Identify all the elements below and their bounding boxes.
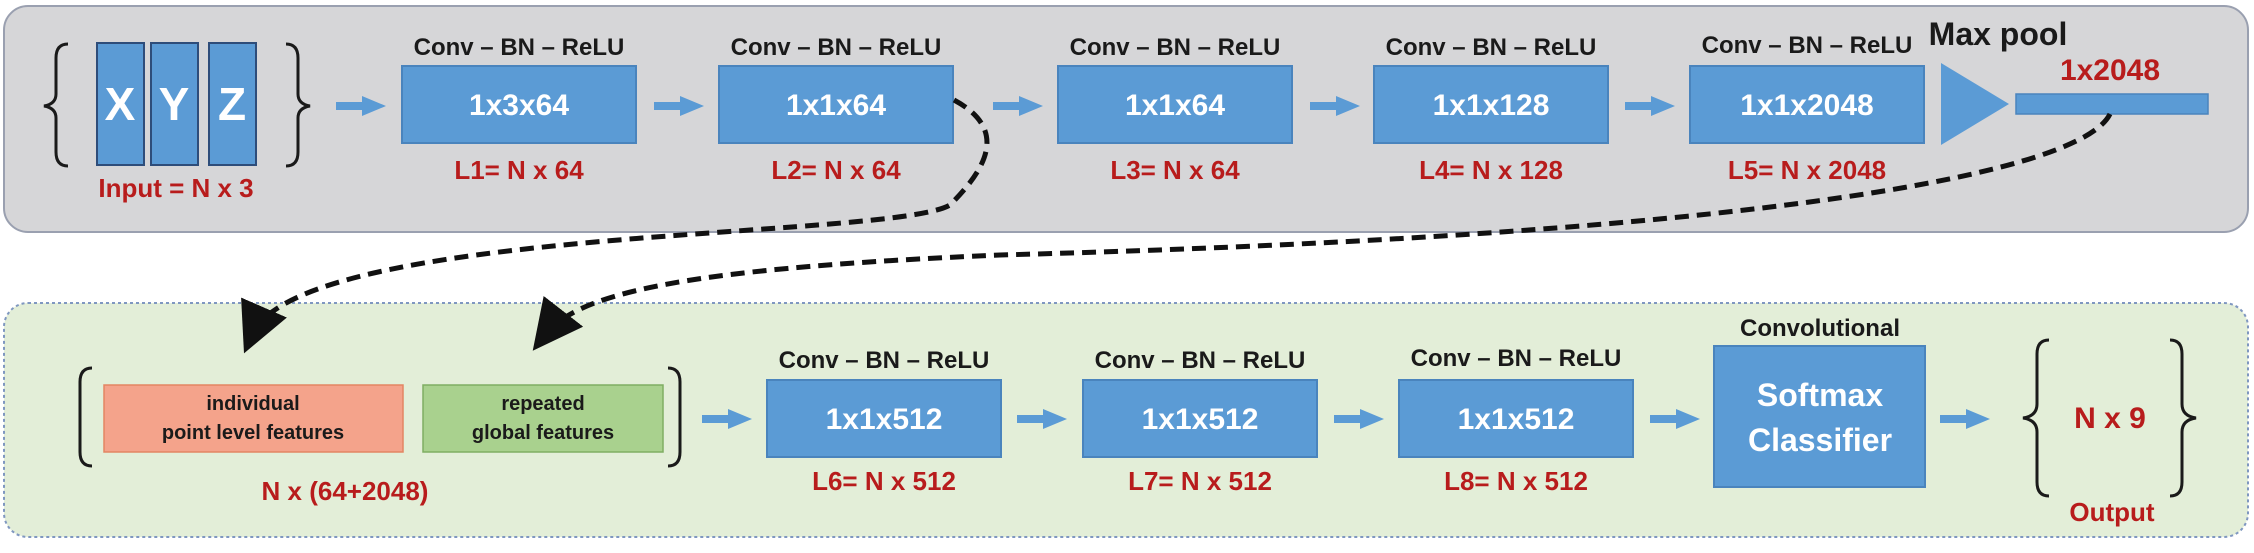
l8-block-label: 1x1x512 [1458,403,1575,436]
l4-block-label: 1x1x128 [1433,89,1550,122]
l1-out-label: L1= N x 64 [454,155,584,185]
l1-block-label: 1x3x64 [469,89,569,122]
arrow-input-l1 [336,96,386,116]
l5-out-label: L5= N x 2048 [1728,155,1886,185]
classifier-block [1713,345,1926,488]
individual-features-line2: point level features [162,422,344,444]
arrow-l7-l8 [1334,409,1384,429]
l2-op-label: Conv – BN – ReLU [731,34,942,61]
input-x-column [96,42,145,166]
output-value: N x 9 [2074,402,2146,435]
l7-out-label: L7= N x 512 [1128,466,1272,496]
l5-op-label: Conv – BN – ReLU [1702,32,1913,59]
l6-block-label: 1x1x512 [826,403,943,436]
input-z-column [208,42,257,166]
classifier-line2: Classifier [1748,422,1892,458]
arrow-l8-classifier [1650,409,1700,429]
l2-block [718,65,954,144]
l7-block [1082,379,1318,458]
concat-left-bracket [78,366,93,468]
repeated-features-box [422,384,664,453]
classifier-title: Convolutional [1740,315,1900,342]
input-right-brace [285,42,311,168]
input-letter-z: Z [218,78,246,130]
l4-out-label: L4= N x 128 [1419,155,1563,185]
l6-out-label: L6= N x 512 [812,466,956,496]
l6-op-label: Conv – BN – ReLU [779,347,990,374]
input-letter-x: X [105,78,136,130]
concat-label: N x (64+2048) [262,476,429,506]
maxpool-output-bar [2015,93,2209,115]
skip-connection-arrow [241,97,990,354]
maxpool-output-label: 1x2048 [2060,54,2160,87]
l3-block-label: 1x1x64 [1125,89,1225,122]
input-label: Input = N x 3 [98,173,253,203]
output-right-brace [2169,338,2197,498]
repeated-features-line2: global features [472,422,614,444]
concat-right-bracket [667,366,682,468]
l8-out-label: L8= N x 512 [1444,466,1588,496]
l3-out-label: L3= N x 64 [1110,155,1240,185]
output-left-brace [2022,338,2050,498]
arrow-l3-l4 [1310,96,1360,116]
l2-block-label: 1x1x64 [786,89,886,122]
l2-out-label: L2= N x 64 [771,155,901,185]
l1-block [401,65,637,144]
input-y-column [150,42,199,166]
individual-features-box [103,384,404,453]
arrow-l2-l3 [993,96,1043,116]
arrow-classifier-output [1940,409,1990,429]
arrow-concat-l6 [702,409,752,429]
maxpool-title: Max pool [1929,16,2068,52]
arrow-l6-l7 [1017,409,1067,429]
l8-block [1398,379,1634,458]
arrow-l1-l2 [654,96,704,116]
l6-block [766,379,1002,458]
l8-op-label: Conv – BN – ReLU [1411,345,1622,372]
input-left-brace [43,42,69,168]
repeated-features-line1: repeated [501,393,584,415]
maxpool-triangle [1941,63,2009,145]
input-letter-y: Y [159,78,190,130]
l4-op-label: Conv – BN – ReLU [1386,34,1597,61]
global-feature-arrow [532,112,2113,351]
arrow-l4-l5 [1625,96,1675,116]
l3-op-label: Conv – BN – ReLU [1070,34,1281,61]
l5-block-label: 1x1x2048 [1740,89,1873,122]
l7-block-label: 1x1x512 [1142,403,1259,436]
l1-op-label: Conv – BN – ReLU [414,34,625,61]
l3-block [1057,65,1293,144]
l5-block [1689,65,1925,144]
individual-features-line1: individual [206,393,299,415]
l7-op-label: Conv – BN – ReLU [1095,347,1306,374]
l4-block [1373,65,1609,144]
classifier-line1: Softmax [1757,377,1883,413]
output-label: Output [2069,497,2155,527]
